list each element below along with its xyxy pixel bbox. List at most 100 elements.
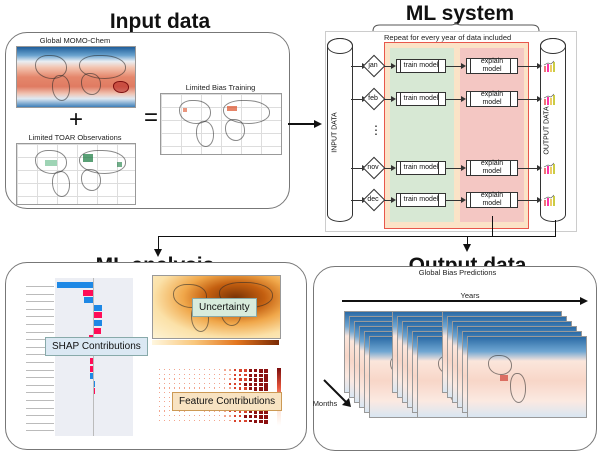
equals-sign: =	[144, 104, 158, 132]
train-model-box: train model	[396, 193, 446, 207]
feature-dot	[174, 378, 175, 379]
feature-dot	[214, 415, 215, 416]
feature-dot	[164, 406, 165, 407]
feature-dot	[164, 410, 165, 411]
feature-dot	[199, 378, 200, 379]
feature-dot	[224, 378, 225, 379]
feature-dot	[264, 387, 268, 391]
feature-dot	[259, 378, 263, 382]
feature-dot	[164, 374, 165, 375]
uncertainty-label: Uncertainty	[192, 298, 257, 317]
analysis-vertical-line	[158, 236, 159, 250]
global-momo-chem-caption: Global MOMO-Chem	[15, 36, 135, 45]
shap-feature-tick	[26, 423, 54, 424]
bar-chart-icon	[543, 60, 555, 72]
feature-dot	[259, 415, 263, 419]
feature-dot	[214, 383, 215, 384]
feature-dot	[224, 415, 226, 417]
feature-dot	[184, 420, 185, 421]
feature-dot	[259, 369, 263, 373]
feature-dot	[244, 369, 247, 372]
feature-dot	[219, 415, 220, 416]
feature-dot	[259, 374, 263, 378]
feature-dot	[174, 383, 175, 384]
shap-bar	[83, 290, 93, 296]
bar-chart-icon	[543, 162, 555, 174]
feature-dot	[169, 397, 170, 398]
feature-dot	[159, 406, 160, 407]
feature-dot	[264, 415, 268, 419]
shap-feature-tick	[26, 332, 54, 333]
feature-dot	[159, 401, 160, 402]
feature-dot	[189, 369, 190, 370]
output-data-label: OUTPUT DATA	[544, 106, 551, 154]
output-arrowhead	[463, 244, 471, 252]
feature-dot	[184, 415, 185, 416]
month-label: dec	[361, 196, 385, 203]
feature-dot	[204, 374, 205, 375]
feature-dot	[159, 415, 160, 416]
uncertainty-colorbar	[152, 340, 279, 345]
feature-dot	[239, 387, 241, 389]
feature-dot	[174, 420, 175, 421]
feature-dot	[194, 374, 195, 375]
feature-dot	[164, 387, 165, 388]
feature-dot	[229, 378, 231, 380]
bar-chart-icon	[543, 194, 555, 206]
feature-dot	[249, 383, 252, 386]
plus-sign: +	[69, 106, 83, 134]
explain-model-box: explain model	[466, 91, 518, 107]
feature-dot	[239, 415, 241, 417]
explain-model-box: explain model	[466, 58, 518, 74]
feature-dot	[164, 392, 165, 393]
limited-bias-training-caption: Limited Bias Training	[158, 83, 283, 92]
feature-dot	[234, 378, 236, 380]
feature-dot	[199, 369, 200, 370]
input-data-cylinder: INPUT DATA	[327, 38, 353, 222]
feature-dot	[179, 383, 180, 384]
feature-dot	[219, 369, 220, 370]
feature-dot	[239, 374, 241, 376]
feature-dot	[254, 369, 257, 372]
bar-chart-icon	[543, 93, 555, 105]
global-bias-predictions-caption: Global Bias Predictions	[400, 268, 515, 277]
feature-dot	[209, 369, 210, 370]
feature-dot	[244, 415, 247, 418]
feature-dot	[214, 374, 215, 375]
feature-dot	[179, 415, 180, 416]
feature-dot	[234, 369, 236, 371]
feature-dot	[214, 369, 215, 370]
shap-feature-tick	[26, 301, 54, 302]
input-to-ml-arrowhead	[314, 120, 322, 128]
month-ellipsis: ⋮	[370, 123, 382, 137]
train-model-box: train model	[396, 59, 446, 73]
feature-dot	[229, 415, 231, 417]
feature-dot	[174, 387, 175, 388]
feature-dot	[169, 392, 170, 393]
feature-dot	[204, 378, 205, 379]
shap-feature-tick	[26, 370, 54, 371]
feature-dot	[169, 383, 170, 384]
feature-dot	[204, 415, 205, 416]
feature-dot	[169, 401, 170, 402]
feature-dot	[239, 369, 242, 372]
arrowhead	[537, 96, 542, 102]
feature-dot	[164, 397, 165, 398]
feature-dot	[249, 387, 252, 390]
feature-dot	[189, 374, 190, 375]
feature-dot	[214, 387, 215, 388]
feature-dot	[184, 374, 185, 375]
feature-dot	[159, 397, 160, 398]
output-connector-vertical	[555, 220, 556, 237]
feature-dot	[264, 374, 268, 378]
feature-dot	[214, 378, 215, 379]
years-arrow	[342, 300, 582, 302]
month-label: feb	[361, 95, 385, 102]
limited-toar-map	[16, 143, 136, 205]
feature-dot	[169, 374, 170, 375]
feature-dot	[219, 383, 220, 384]
feature-dot	[169, 420, 170, 421]
global-momo-chem-map	[16, 46, 136, 108]
feature-dot	[254, 415, 257, 418]
train-model-box: train model	[396, 92, 446, 106]
